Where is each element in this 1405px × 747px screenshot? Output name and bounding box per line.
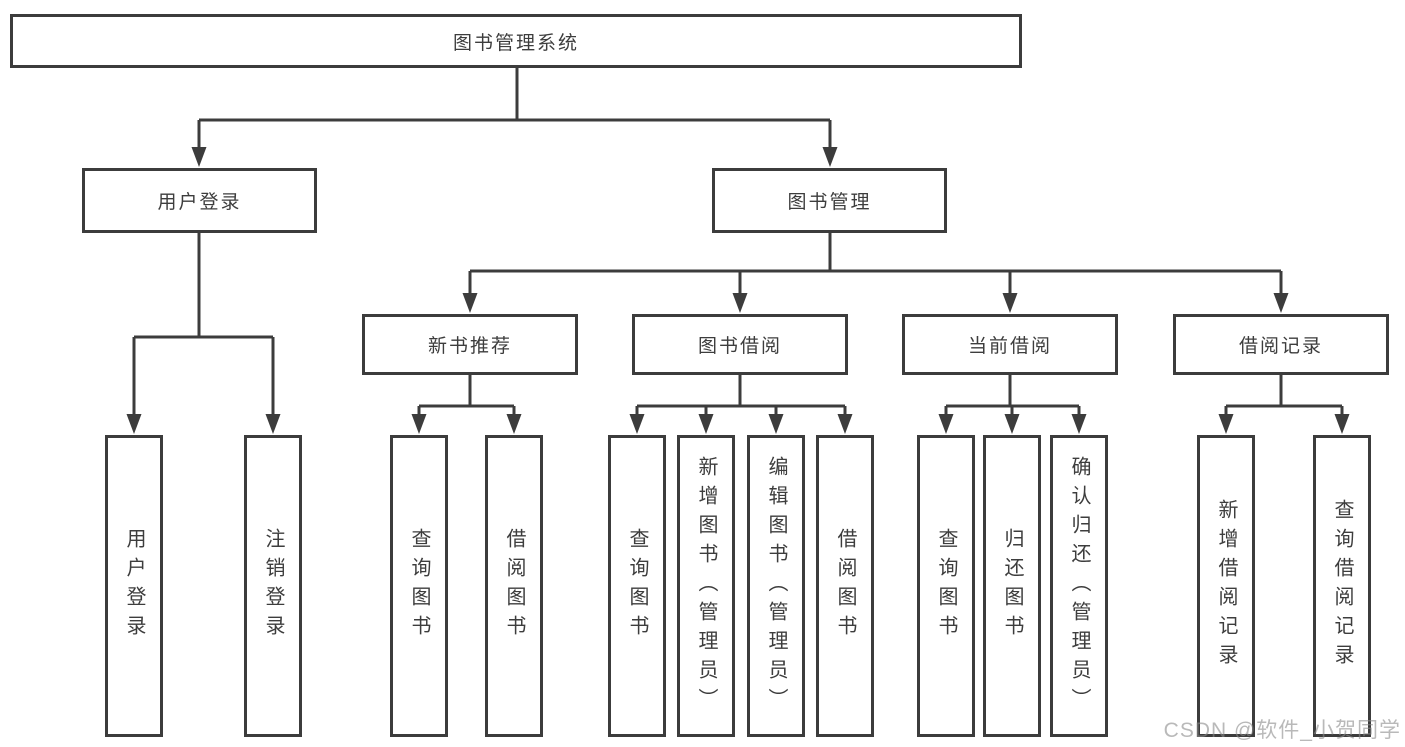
node-book-management-label: 图书管理 <box>787 192 872 213</box>
leaf-query-books-current: 查询图书 <box>917 435 975 737</box>
leaf-edit-book-admin-label: 编辑图书（管理员） <box>765 455 787 717</box>
node-root-label: 图书管理系统 <box>452 32 579 54</box>
leaf-user-login: 用户登录 <box>105 435 163 737</box>
leaf-add-borrow-record-label: 新增借阅记录 <box>1215 499 1237 673</box>
leaf-return-books: 归还图书 <box>983 435 1041 737</box>
leaf-borrow-books-label: 借阅图书 <box>834 528 856 644</box>
leaf-query-borrow-record-label: 查询借阅记录 <box>1331 499 1353 673</box>
node-user-login-label: 用户登录 <box>157 192 242 213</box>
node-new-book-recommend: 新书推荐 <box>362 314 578 375</box>
leaf-return-books-label: 归还图书 <box>1001 528 1023 644</box>
leaf-add-book-admin-label: 新增图书（管理员） <box>695 455 717 717</box>
leaf-query-borrow-record: 查询借阅记录 <box>1313 435 1371 737</box>
leaf-logout-label: 注销登录 <box>262 528 284 644</box>
leaf-query-books-current-label: 查询图书 <box>935 528 957 644</box>
leaf-logout: 注销登录 <box>244 435 302 737</box>
watermark: CSDN @软件_小贺同学 <box>1163 719 1401 742</box>
node-book-borrow: 图书借阅 <box>632 314 848 375</box>
leaf-user-login-label: 用户登录 <box>123 528 145 644</box>
leaf-query-books-borrow-label: 查询图书 <box>626 528 648 644</box>
node-current-borrow: 当前借阅 <box>902 314 1118 375</box>
leaf-add-book-admin: 新增图书（管理员） <box>677 435 735 737</box>
node-book-borrow-label: 图书借阅 <box>697 336 782 357</box>
node-borrow-records-label: 借阅记录 <box>1238 336 1323 357</box>
leaf-confirm-return-admin: 确认归还（管理员） <box>1050 435 1108 737</box>
leaf-query-books-borrow: 查询图书 <box>608 435 666 737</box>
node-root: 图书管理系统 <box>10 14 1022 68</box>
node-book-management: 图书管理 <box>712 168 947 233</box>
node-user-login: 用户登录 <box>82 168 317 233</box>
leaf-confirm-return-admin-label: 确认归还（管理员） <box>1068 455 1090 717</box>
leaf-borrow-books-recommend: 借阅图书 <box>485 435 543 737</box>
node-borrow-records: 借阅记录 <box>1173 314 1389 375</box>
leaf-borrow-books-recommend-label: 借阅图书 <box>503 528 525 644</box>
leaf-query-books-recommend-label: 查询图书 <box>408 528 430 644</box>
node-current-borrow-label: 当前借阅 <box>967 336 1052 357</box>
node-new-book-recommend-label: 新书推荐 <box>427 336 512 357</box>
leaf-edit-book-admin: 编辑图书（管理员） <box>747 435 805 737</box>
leaf-borrow-books: 借阅图书 <box>816 435 874 737</box>
leaf-add-borrow-record: 新增借阅记录 <box>1197 435 1255 737</box>
leaf-query-books-recommend: 查询图书 <box>390 435 448 737</box>
